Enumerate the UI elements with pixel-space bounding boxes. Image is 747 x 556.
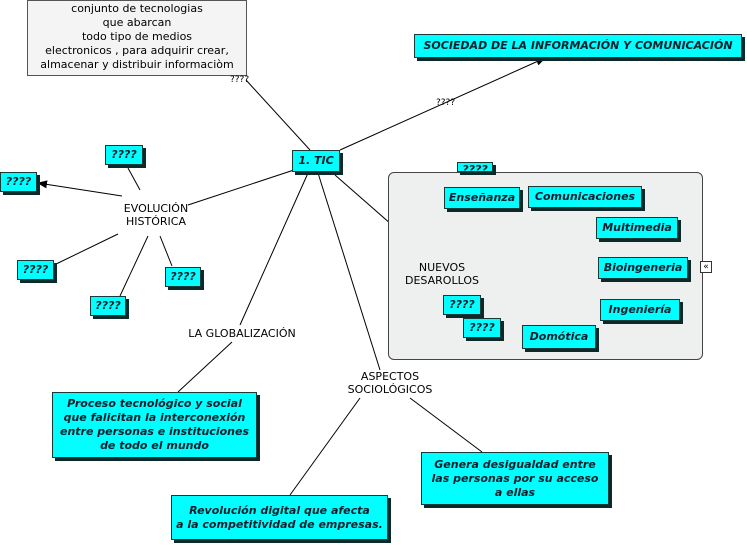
aspectos-desc-2[interactable]: Genera desigualdad entre las personas po… — [421, 452, 609, 505]
nuevos-node-ensenanza[interactable]: Enseñanza — [444, 187, 520, 209]
nuevos-node-ingenieria[interactable]: Ingeniería — [600, 299, 680, 321]
nuevos-node-comunicaciones[interactable]: Comunicaciones — [528, 186, 642, 208]
nuevos-node-unknown-2[interactable]: ???? — [463, 318, 501, 338]
collapse-double-chevron-icon[interactable]: « — [700, 261, 712, 273]
nuevos-node-bioingeneria[interactable]: Bioingeneria — [598, 257, 688, 279]
evolucion-node-1[interactable]: ???? — [105, 145, 143, 165]
link-label-definition: ???? — [230, 75, 250, 85]
evolucion-node-5[interactable]: ???? — [90, 296, 126, 316]
nuevos-node-unknown-1[interactable]: ???? — [443, 295, 481, 315]
evolucion-node-3[interactable]: ???? — [17, 260, 54, 280]
link-label-sociedad: ???? — [436, 98, 456, 108]
globalizacion-desc[interactable]: Proceso tecnológico y social que falicit… — [52, 392, 257, 458]
label-nuevos-desarrollos: NUEVOS DESAROLLOS — [405, 261, 479, 287]
node-sociedad[interactable]: SOCIEDAD DE LA INFORMACIÓN Y COMUNICACIÓ… — [414, 34, 742, 58]
root-node-tic[interactable]: 1. TIC — [292, 150, 340, 172]
nuevos-node-multimedia[interactable]: Multimedia — [596, 217, 678, 239]
label-globalizacion: LA GLOBALIZACIÓN — [188, 327, 296, 340]
label-evolucion-historica: EVOLUCIÓN HISTÓRICA — [123, 202, 189, 228]
nuevos-hidden-node[interactable]: ???? — [457, 162, 493, 172]
aspectos-desc-1[interactable]: Revolución digital que afecta a la compe… — [171, 495, 388, 540]
evolucion-node-4[interactable]: ???? — [165, 267, 201, 287]
evolucion-node-2[interactable]: ???? — [0, 172, 37, 192]
label-aspectos-sociologicos: ASPECTOS SOCIOLÓGICOS — [347, 370, 433, 396]
definition-box: conjunto de tecnologias que abarcan todo… — [27, 0, 247, 76]
nuevos-node-domotica[interactable]: Domótica — [522, 325, 596, 349]
